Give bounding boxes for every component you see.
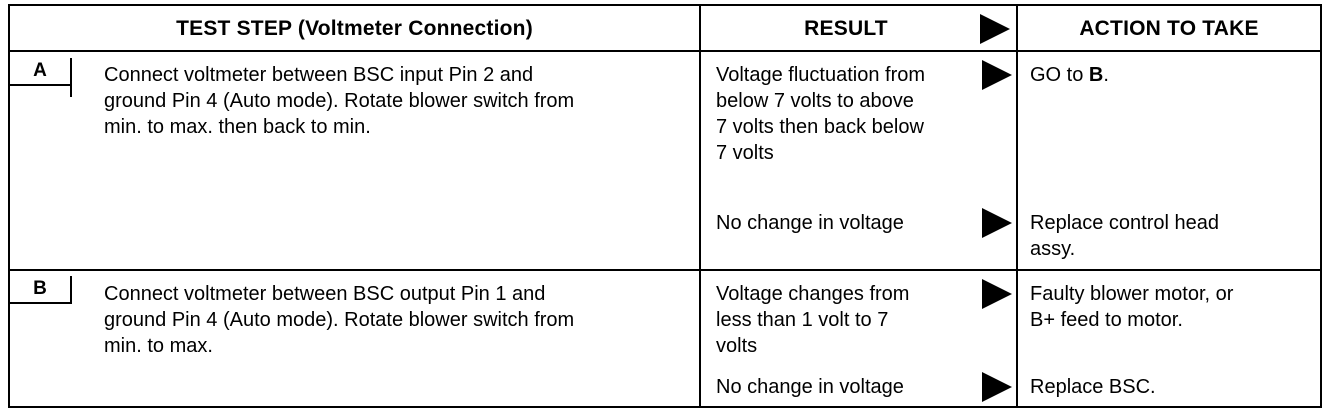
action-text: . (1103, 64, 1109, 86)
arrow-icon (982, 279, 1012, 309)
header-result: RESULT (804, 17, 888, 40)
column-divider (1016, 6, 1018, 406)
action-text: GO to (1030, 64, 1089, 86)
arrow-icon (982, 60, 1012, 90)
diagnostic-table: TEST STEP (Voltmeter Connection) RESULT … (8, 4, 1322, 408)
step-b-result-1: Voltage changes from less than 1 volt to… (716, 283, 910, 357)
step-b-result-2: No change in voltage (716, 376, 904, 398)
step-a-result-2: No change in voltage (716, 212, 904, 234)
row-divider (10, 269, 1320, 271)
step-b-action-1: Faulty blower motor, or B+ feed to motor… (1030, 283, 1234, 331)
step-a-action-1: GO to B. (1030, 62, 1315, 88)
step-b-action-2: Replace BSC. (1030, 376, 1156, 398)
arrow-icon (982, 208, 1012, 238)
step-tab-edge (70, 276, 72, 304)
step-a-result-1: Voltage fluctuation from below 7 volts t… (716, 64, 926, 164)
header-divider (10, 50, 1320, 52)
step-label-b: B (10, 276, 72, 304)
header-test-step: TEST STEP (Voltmeter Connection) (176, 17, 533, 40)
header-action: ACTION TO TAKE (1079, 17, 1259, 40)
step-b-instruction: Connect voltmeter between BSC output Pin… (104, 283, 575, 357)
arrow-icon (982, 372, 1012, 402)
header-arrow-icon (980, 14, 1010, 44)
column-divider (699, 6, 701, 406)
step-a-instruction: Connect voltmeter between BSC input Pin … (104, 64, 575, 138)
step-a-action-2: Replace control head assy. (1030, 212, 1220, 260)
step-label-a: A (10, 58, 72, 86)
step-ref-b: B (1088, 64, 1104, 86)
step-tab-edge (70, 58, 72, 97)
